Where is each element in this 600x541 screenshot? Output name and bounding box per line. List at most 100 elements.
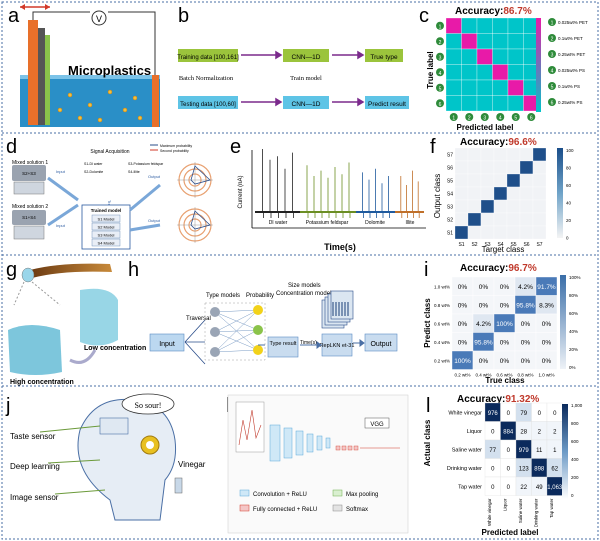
cnn-box-2 bbox=[283, 96, 329, 109]
beaker-2 bbox=[13, 225, 45, 240]
svg-text:Predicted label: Predicted label bbox=[457, 123, 514, 132]
replknet-box bbox=[321, 333, 353, 357]
svg-text:Mixed solution 1: Mixed solution 1 bbox=[12, 160, 48, 166]
legend-label-k: Softmax bbox=[346, 507, 368, 513]
col-marker-c bbox=[465, 113, 474, 121]
panel-i: i Accuracy:96.7% 0%0%0%4.2%91.7%1.0 wt%0… bbox=[423, 259, 581, 385]
conv-block bbox=[295, 430, 304, 456]
panel-j: j So sour! Taste sensor Deep learning Im… bbox=[5, 393, 206, 521]
svg-text:Batch Normalization: Batch Normalization bbox=[179, 75, 234, 82]
cell-value-l: 1 bbox=[553, 448, 557, 454]
cell-f bbox=[493, 225, 508, 240]
row-label-i: 0.6 wt% bbox=[434, 321, 450, 326]
legend-label-k: Max pooling bbox=[346, 492, 378, 498]
cell-value-i: 95.8% bbox=[516, 302, 535, 309]
scale-tick-i: 40% bbox=[569, 329, 578, 334]
legend-marker-c bbox=[548, 18, 556, 26]
cell-f bbox=[493, 199, 508, 214]
panel-e-letter: e bbox=[230, 136, 241, 158]
cell-value-i: 8.3% bbox=[539, 302, 554, 309]
col-label-l: Drinking water bbox=[533, 498, 538, 527]
vgg-architecture bbox=[235, 401, 400, 462]
svg-text:S2-Dolomite: S2-Dolomite bbox=[84, 170, 103, 174]
col-label-i: 0.2 wt% bbox=[454, 373, 470, 378]
cell-c bbox=[445, 64, 462, 81]
cell-c bbox=[461, 79, 478, 96]
col-label-l: Tap water bbox=[549, 498, 554, 518]
scale-tick-l: 400 bbox=[571, 457, 579, 462]
legend-label-c: 0.025wt% PS bbox=[558, 68, 585, 73]
cell-value-l: 77 bbox=[489, 448, 496, 454]
legend-label-k: Convolution + ReLU bbox=[253, 492, 307, 498]
col-marker-c bbox=[480, 113, 489, 121]
row-label-l: Tap water bbox=[458, 484, 482, 490]
cell-f bbox=[519, 147, 534, 162]
cell-f bbox=[480, 225, 495, 240]
legend-index-c: 6 bbox=[551, 101, 554, 107]
svg-text:Current (nA): Current (nA) bbox=[238, 175, 244, 208]
scale-tick-i: 60% bbox=[569, 311, 578, 316]
row-label-c: 4 bbox=[439, 71, 442, 77]
current-traces bbox=[255, 149, 424, 218]
svg-text:Maximum probability: Maximum probability bbox=[160, 144, 192, 148]
output-node bbox=[253, 345, 263, 355]
scale-tick-i: 0% bbox=[569, 365, 576, 370]
scale-tick-f: 100 bbox=[566, 148, 574, 153]
cell-value-l: 0 bbox=[507, 485, 511, 491]
svg-text:Predict class: Predict class bbox=[423, 298, 432, 348]
microtube bbox=[30, 263, 112, 278]
legend-marker-c bbox=[548, 98, 556, 106]
confusion-matrix-i: 0%0%0%4.2%91.7%1.0 wt%0%0%0%95.8%8.3%0.8… bbox=[434, 276, 558, 378]
legend-swatch-k bbox=[332, 489, 343, 497]
col-marker-c bbox=[449, 113, 458, 121]
fc-block bbox=[341, 445, 347, 451]
robot-head-silhouette bbox=[77, 398, 176, 521]
cell-f bbox=[493, 160, 508, 175]
conv-block bbox=[269, 424, 281, 462]
row-label-f: S6 bbox=[447, 166, 453, 172]
cell-value-i: 0% bbox=[500, 284, 510, 291]
col-marker-c bbox=[527, 113, 536, 121]
panel-f-letter: f bbox=[430, 136, 436, 158]
beaker-1 bbox=[13, 181, 45, 195]
row-label-c: 1 bbox=[439, 24, 442, 30]
legend-index-c: 1 bbox=[551, 21, 554, 27]
cell-f bbox=[480, 212, 495, 227]
cell-value-l: 0 bbox=[491, 429, 495, 435]
col-label-f: S4 bbox=[497, 242, 503, 248]
cell-value-l: 49 bbox=[536, 485, 543, 491]
cell-value-l: 0 bbox=[507, 448, 511, 454]
cell-c bbox=[507, 79, 524, 96]
cnn-box-1 bbox=[283, 49, 329, 62]
row-label-l: White vinegar bbox=[448, 410, 482, 416]
cell-value-i: 4.2% bbox=[518, 284, 533, 291]
cell-f bbox=[454, 147, 469, 162]
scale-tick-l: 1,000 bbox=[571, 403, 583, 408]
svg-text:VGG: VGG bbox=[370, 422, 384, 428]
scale-tick-f: 80 bbox=[566, 166, 572, 171]
legend-label-c: 0.025wt% PET bbox=[558, 20, 588, 25]
svg-text:Time(s): Time(s) bbox=[300, 340, 317, 346]
cell-f bbox=[532, 199, 547, 214]
cell-c bbox=[461, 48, 478, 65]
h-output-box bbox=[364, 333, 398, 352]
cell-value-l: 976 bbox=[488, 411, 499, 417]
accuracy-title-f: Accuracy:96.6% bbox=[460, 137, 537, 148]
col-label-i: 0.4 wt% bbox=[475, 373, 491, 378]
scale-tick-f: 20 bbox=[566, 218, 572, 223]
scale-tick-l: 200 bbox=[571, 475, 579, 480]
cell-c bbox=[476, 48, 493, 65]
panel-i-letter: i bbox=[424, 259, 428, 281]
conv-block bbox=[325, 437, 331, 449]
panel-c-letter: c bbox=[419, 5, 429, 27]
panel-g: g Low concentration High concentration bbox=[6, 259, 146, 386]
col-label-f: S2 bbox=[471, 242, 477, 248]
cell-f bbox=[493, 186, 508, 201]
svg-text:Type models: Type models bbox=[206, 293, 240, 299]
model-label: S3 Model bbox=[98, 233, 115, 238]
cell-value-i: 0% bbox=[542, 339, 552, 346]
svg-text:Second probability: Second probability bbox=[160, 149, 189, 153]
